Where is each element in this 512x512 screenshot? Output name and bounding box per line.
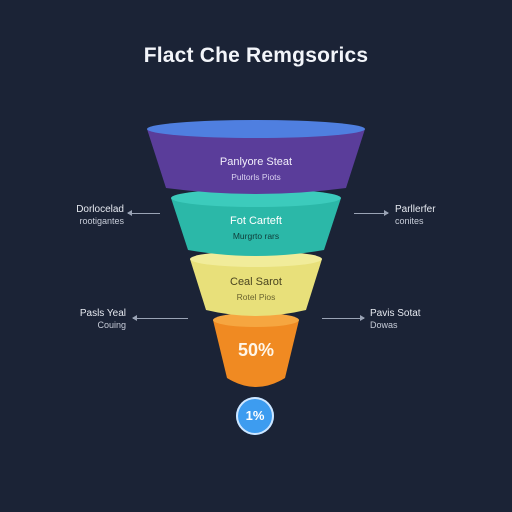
funnel-stage-2 <box>171 198 341 256</box>
stage-1-subtitle: Pultorls Piots <box>231 172 281 183</box>
side-label-left-bottom-title: Pasls Yeal <box>79 308 126 319</box>
side-label-left-top-subtitle: rootigantes <box>79 215 124 226</box>
stage-4-value: 50% <box>237 340 275 360</box>
stage-1-title: Panlyore Steat <box>219 156 293 168</box>
funnel-stage-4 <box>213 320 299 387</box>
stage-2-title: Fot Carteft <box>230 215 282 227</box>
arrow-left-top <box>127 210 160 216</box>
conversion-badge: 1% <box>236 397 274 435</box>
stage-2-text: Fot Carteft Murgrto rars <box>176 215 336 241</box>
funnel-stage-3-top <box>190 251 322 267</box>
arrow-right-top <box>354 210 389 216</box>
funnel-stage-3 <box>190 259 322 316</box>
side-label-left-bottom-subtitle: Couing <box>97 319 126 330</box>
side-label-left-bottom: Pasls Yeal Couing <box>80 308 126 330</box>
stage-1-text: Panlyore Steat Pultorls Piots <box>176 156 336 182</box>
funnel-stage-4-top <box>213 313 299 327</box>
side-label-right-top-title: Parllerfer <box>395 204 436 215</box>
arrow-left-bottom <box>132 315 188 321</box>
side-label-right-top-subtitle: conites <box>395 215 424 226</box>
side-label-right-bottom: Pavis Sotat Dowas <box>370 308 421 330</box>
side-label-right-bottom-subtitle: Dowas <box>370 319 398 330</box>
funnel-stage-1 <box>147 129 365 194</box>
funnel-stage-2-top <box>171 189 341 207</box>
stage-3-subtitle: Rotel Pios <box>236 292 276 303</box>
arrow-right-bottom <box>322 315 365 321</box>
side-label-left-top: Dorlocelad rootigantes <box>76 204 124 226</box>
side-label-left-top-title: Dorlocelad <box>76 204 124 215</box>
funnel-stage-1-top <box>147 120 365 138</box>
page-title: Flact Che Remgsorics <box>143 44 369 67</box>
side-label-right-bottom-title: Pavis Sotat <box>370 308 421 319</box>
stage-2-subtitle: Murgrto rars <box>232 231 280 242</box>
stage-3-text: Ceal Sarot Rotel Pios <box>176 276 336 302</box>
stage-3-title: Ceal Sarot <box>230 276 282 288</box>
side-label-right-top: Parllerfer conites <box>395 204 436 226</box>
